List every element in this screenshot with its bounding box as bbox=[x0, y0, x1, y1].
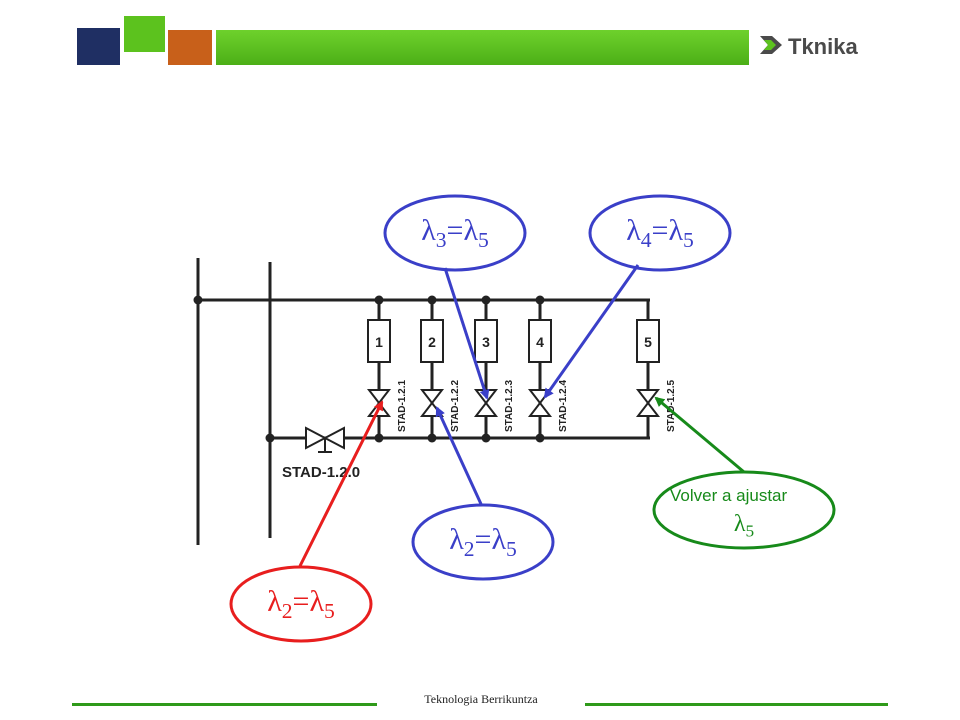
arrow-readjust bbox=[654, 396, 745, 474]
header-square-lime bbox=[124, 16, 165, 52]
unit-number: 5 bbox=[644, 334, 652, 350]
unit-number: 4 bbox=[536, 334, 544, 350]
label-lam3: λ3=λ5 bbox=[421, 214, 489, 252]
main-valve-tag: STAD-1.2.0 bbox=[282, 464, 360, 481]
arrow-lam3 bbox=[443, 267, 490, 400]
header-square-orange bbox=[168, 30, 212, 65]
unit-number: 3 bbox=[482, 334, 490, 350]
label-lam4: λ4=λ5 bbox=[626, 214, 694, 252]
tknika-logo: Tknika bbox=[760, 34, 858, 59]
valve-tag: STAD-1.2.3 bbox=[504, 380, 515, 432]
terminal-unit-box bbox=[420, 319, 444, 363]
terminal-unit-box bbox=[528, 319, 552, 363]
callout-ellipse-lam4 bbox=[588, 194, 732, 272]
branch-unit-2: 2 STAD-1.2.2 bbox=[419, 295, 461, 443]
arrow-lam4 bbox=[543, 264, 640, 399]
footer-rule-left bbox=[72, 703, 377, 706]
arrow-lam2-blue bbox=[435, 406, 483, 505]
junction-dot bbox=[265, 433, 275, 443]
footer-text: Teknologia Berrikuntza bbox=[424, 692, 538, 706]
unit-number: 1 bbox=[375, 334, 383, 350]
branch-unit-4: 4 STAD-1.2.4 bbox=[527, 295, 569, 443]
terminal-unit-box bbox=[636, 319, 660, 363]
label-lam2-blue: λ2=λ5 bbox=[449, 523, 517, 561]
valve-tag: STAD-1.2.5 bbox=[666, 380, 677, 432]
valve-tag: STAD-1.2.4 bbox=[558, 380, 569, 432]
main-valve bbox=[305, 426, 345, 453]
label-readjust-text: Volver a ajustar bbox=[670, 486, 788, 505]
valve-tag: STAD-1.2.2 bbox=[450, 380, 461, 432]
branch-unit-3: 3 STAD-1.2.3 bbox=[473, 295, 515, 443]
footer-rule-right bbox=[585, 703, 888, 706]
callout-ellipse-lam3 bbox=[383, 194, 527, 272]
pipes bbox=[196, 258, 650, 545]
branch-unit-5: 5 STAD-1.2.5 bbox=[635, 300, 677, 438]
terminal-unit-box bbox=[367, 319, 391, 363]
callout-ellipse-lam2-blue bbox=[411, 503, 555, 581]
header-bar bbox=[216, 30, 749, 65]
logo-text: Tknika bbox=[788, 34, 858, 59]
header-square-navy bbox=[77, 28, 120, 65]
terminal-unit-box bbox=[474, 319, 498, 363]
junction-dot bbox=[193, 295, 203, 305]
callout-ellipse-lam2-red bbox=[229, 565, 373, 643]
valve-tag: STAD-1.2.1 bbox=[397, 380, 408, 432]
label-lam2-red: λ2=λ5 bbox=[267, 585, 335, 623]
arrow-lam2-red bbox=[298, 400, 384, 567]
branch-unit-1: 1 STAD-1.2.1 bbox=[366, 295, 408, 443]
tknika-logo-mark bbox=[760, 36, 782, 54]
label-readjust-lam: λ5 bbox=[733, 511, 755, 541]
unit-number: 2 bbox=[428, 334, 436, 350]
